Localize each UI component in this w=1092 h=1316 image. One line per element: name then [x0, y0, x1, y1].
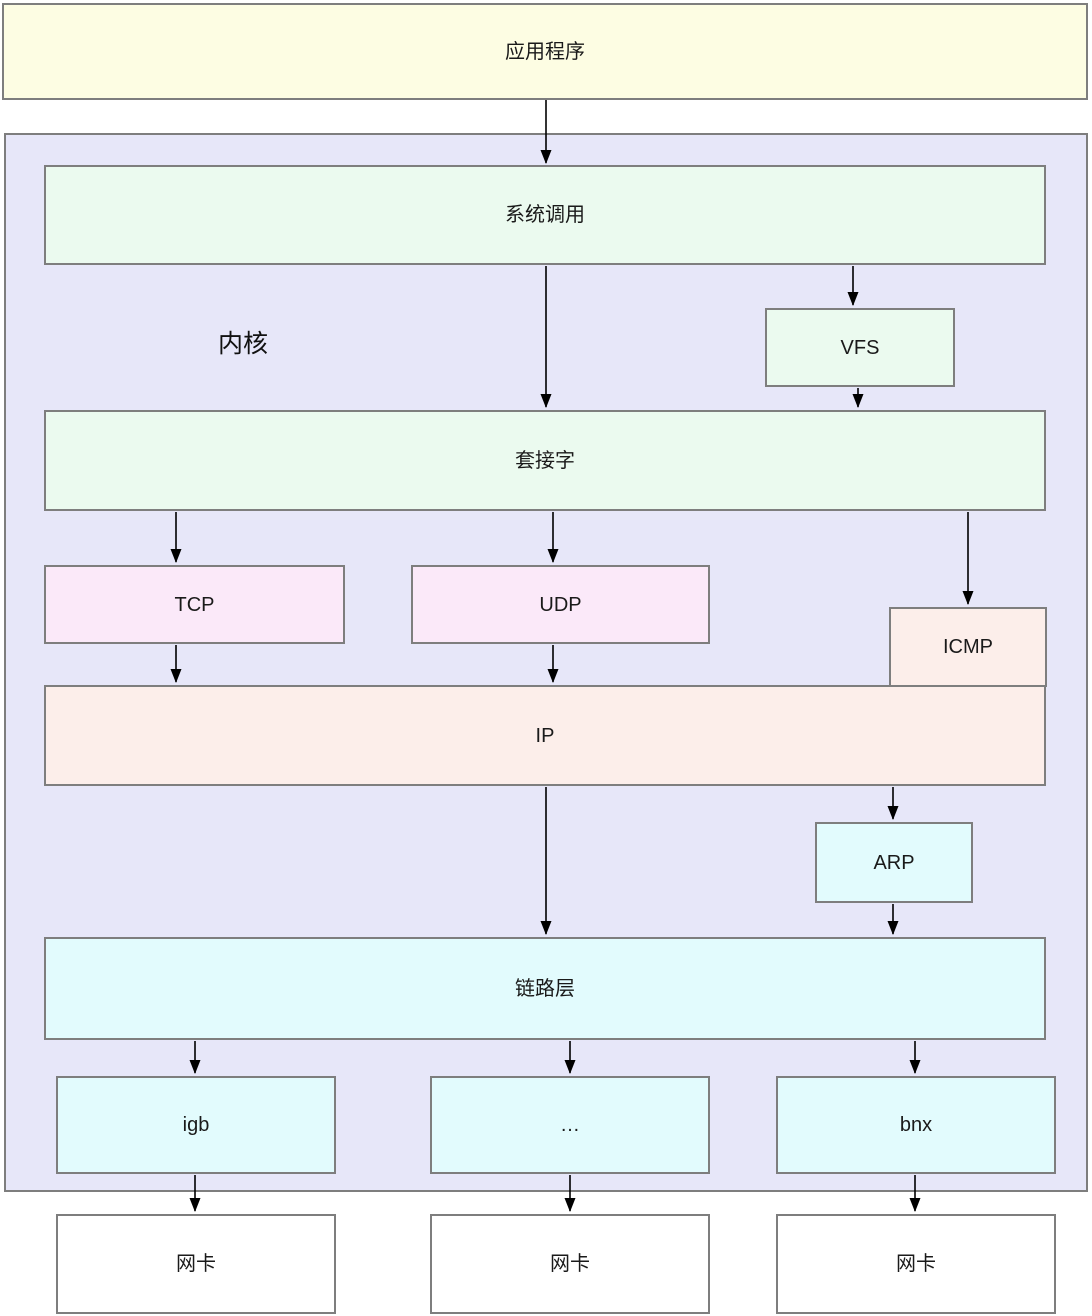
node-driver-ellipsis: … — [430, 1076, 710, 1174]
node-arp-label: ARP — [873, 851, 915, 874]
node-ip-label: IP — [535, 724, 555, 747]
node-driver-bnx: bnx — [776, 1076, 1056, 1174]
node-tcp-label: TCP — [174, 593, 215, 616]
node-icmp: ICMP — [889, 607, 1047, 687]
node-driver-igb-label: igb — [182, 1114, 210, 1136]
node-syscall: 系统调用 — [44, 165, 1046, 265]
node-application-label: 应用程序 — [505, 40, 585, 63]
node-syscall-label: 系统调用 — [505, 204, 585, 226]
node-socket: 套接字 — [44, 410, 1046, 511]
node-link-layer-label: 链路层 — [515, 977, 575, 1000]
node-nic-2: 网卡 — [430, 1214, 710, 1314]
node-nic-2-label: 网卡 — [550, 1253, 590, 1275]
kernel-label: 内核 — [218, 330, 269, 358]
node-nic-3-label: 网卡 — [896, 1253, 936, 1275]
node-driver-bnx-label: bnx — [899, 1114, 933, 1136]
node-application: 应用程序 — [2, 3, 1088, 100]
node-udp: UDP — [411, 565, 710, 644]
node-ip: IP — [44, 685, 1046, 786]
node-socket-label: 套接字 — [515, 449, 575, 472]
node-nic-1: 网卡 — [56, 1214, 336, 1314]
node-vfs: VFS — [765, 308, 955, 387]
node-vfs-label: VFS — [840, 336, 880, 359]
node-arp: ARP — [815, 822, 973, 903]
node-nic-1-label: 网卡 — [176, 1253, 216, 1275]
node-icmp-label: ICMP — [943, 636, 993, 658]
node-udp-label: UDP — [539, 593, 582, 616]
node-tcp: TCP — [44, 565, 345, 644]
node-driver-ellipsis-label: … — [560, 1114, 580, 1136]
node-nic-3: 网卡 — [776, 1214, 1056, 1314]
node-driver-igb: igb — [56, 1076, 336, 1174]
node-link-layer: 链路层 — [44, 937, 1046, 1040]
